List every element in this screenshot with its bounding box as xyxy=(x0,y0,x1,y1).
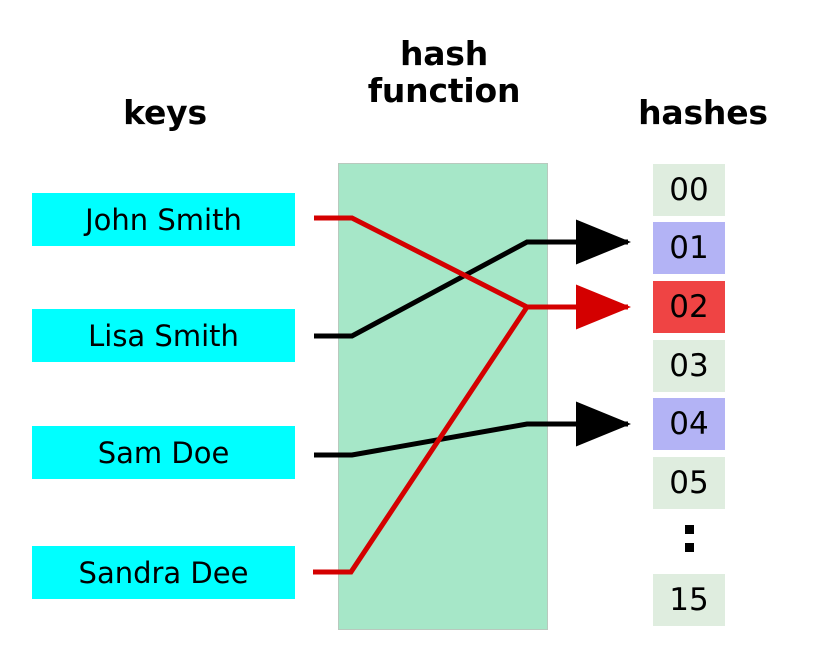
hash-function-panel xyxy=(338,163,548,630)
key-label: John Smith xyxy=(85,202,242,237)
hashes-column-heading: hashes xyxy=(638,93,768,132)
bucket-label: 04 xyxy=(669,406,709,442)
hash-bucket-15[interactable]: 15 xyxy=(653,574,725,626)
bucket-label: 15 xyxy=(669,582,709,618)
hash-bucket-05[interactable]: 05 xyxy=(653,457,725,509)
ellipsis-dot xyxy=(684,542,694,552)
hash-function-column-heading: hash function xyxy=(367,34,521,110)
key-box-sam-doe[interactable]: Sam Doe xyxy=(32,426,295,479)
key-label: Lisa Smith xyxy=(88,318,239,353)
bucket-label: 02 xyxy=(669,289,709,325)
bucket-label: 00 xyxy=(669,172,709,208)
key-label: Sandra Dee xyxy=(78,555,249,590)
bucket-label: 03 xyxy=(669,348,709,384)
key-box-john-smith[interactable]: John Smith xyxy=(32,193,295,246)
hash-bucket-00[interactable]: 00 xyxy=(653,164,725,216)
vertical-ellipsis-icon xyxy=(653,516,725,560)
hash-bucket-03[interactable]: 03 xyxy=(653,340,725,392)
ellipsis-dot xyxy=(684,524,694,534)
key-label: Sam Doe xyxy=(97,435,230,470)
key-box-sandra-dee[interactable]: Sandra Dee xyxy=(32,546,295,599)
keys-column-heading: keys xyxy=(123,93,207,132)
bucket-label: 05 xyxy=(669,465,709,501)
hash-bucket-04[interactable]: 04 xyxy=(653,398,725,450)
hash-bucket-02-collision[interactable]: 02 xyxy=(653,281,725,333)
bucket-label: 01 xyxy=(669,230,709,266)
key-box-lisa-smith[interactable]: Lisa Smith xyxy=(32,309,295,362)
hash-bucket-01[interactable]: 01 xyxy=(653,222,725,274)
